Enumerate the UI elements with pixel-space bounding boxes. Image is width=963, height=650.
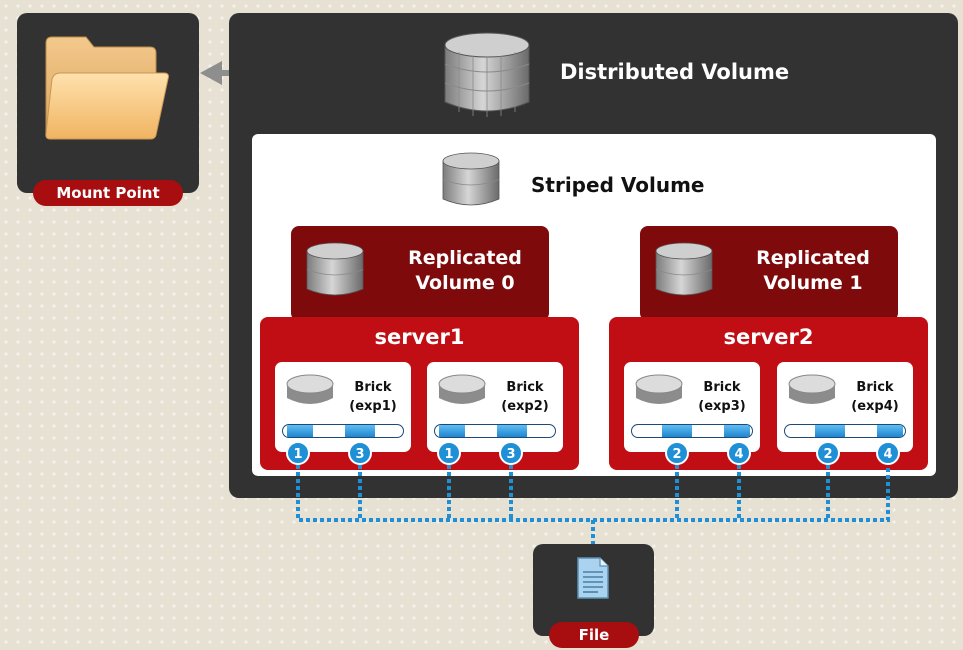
badge-exp1-b: 3: [348, 441, 372, 465]
brick-exp2-line2: (exp2): [501, 399, 549, 414]
badge-exp4-b: 4: [876, 441, 900, 465]
replicated-volume-1-line2: Volume 1: [763, 272, 863, 294]
disk-icon: [788, 374, 836, 404]
mount-point-label: Mount Point: [33, 180, 183, 206]
brick-exp4-line1: Brick: [856, 380, 894, 395]
badge-exp3-b: 4: [727, 441, 751, 465]
stripe-bar-exp3: [631, 424, 753, 438]
brick-exp2-line1: Brick: [506, 380, 544, 395]
brick-exp3-line1: Brick: [703, 380, 741, 395]
distributed-volume-title: Distributed Volume: [560, 60, 790, 84]
replicated-volume-1-title: Replicated Volume 1: [743, 246, 883, 296]
stripe-bar-exp1: [282, 424, 404, 438]
mount-point-panel: [17, 13, 199, 193]
database-icon: [306, 242, 364, 296]
stripe-bar-exp4: [784, 424, 906, 438]
badge-exp3-a: 2: [665, 441, 689, 465]
disk-icon: [635, 374, 683, 404]
badge-exp4-a: 2: [816, 441, 840, 465]
badge-exp2-b: 3: [499, 441, 523, 465]
brick-exp1-label: Brick (exp1): [337, 378, 409, 416]
disk-icon: [286, 374, 334, 404]
stripe-bar-exp2: [434, 424, 556, 438]
folder-icon: [45, 36, 169, 140]
brick-exp2-label: Brick (exp2): [489, 378, 561, 416]
brick-exp1-line1: Brick: [354, 380, 392, 395]
document-icon: [577, 557, 609, 599]
replicated-volume-0-line1: Replicated: [408, 247, 522, 269]
database-icon: [444, 32, 530, 117]
database-icon: [442, 152, 500, 206]
file-label: File: [549, 622, 639, 648]
replicated-volume-1-line1: Replicated: [756, 247, 870, 269]
disk-icon: [438, 374, 486, 404]
server2-title: server2: [723, 325, 814, 349]
database-icon: [655, 242, 713, 296]
replicated-volume-0-title: Replicated Volume 0: [395, 246, 535, 296]
server1-title: server1: [374, 325, 465, 349]
brick-exp3-line2: (exp3): [698, 399, 746, 414]
badge-exp2-a: 1: [437, 441, 461, 465]
brick-exp1-line2: (exp1): [349, 399, 397, 414]
replicated-volume-0-line2: Volume 0: [415, 272, 515, 294]
badge-exp1-a: 1: [286, 441, 310, 465]
brick-exp4-line2: (exp4): [851, 399, 899, 414]
striped-volume-title: Striped Volume: [531, 173, 705, 197]
brick-exp4-label: Brick (exp4): [839, 378, 911, 416]
brick-exp3-label: Brick (exp3): [686, 378, 758, 416]
